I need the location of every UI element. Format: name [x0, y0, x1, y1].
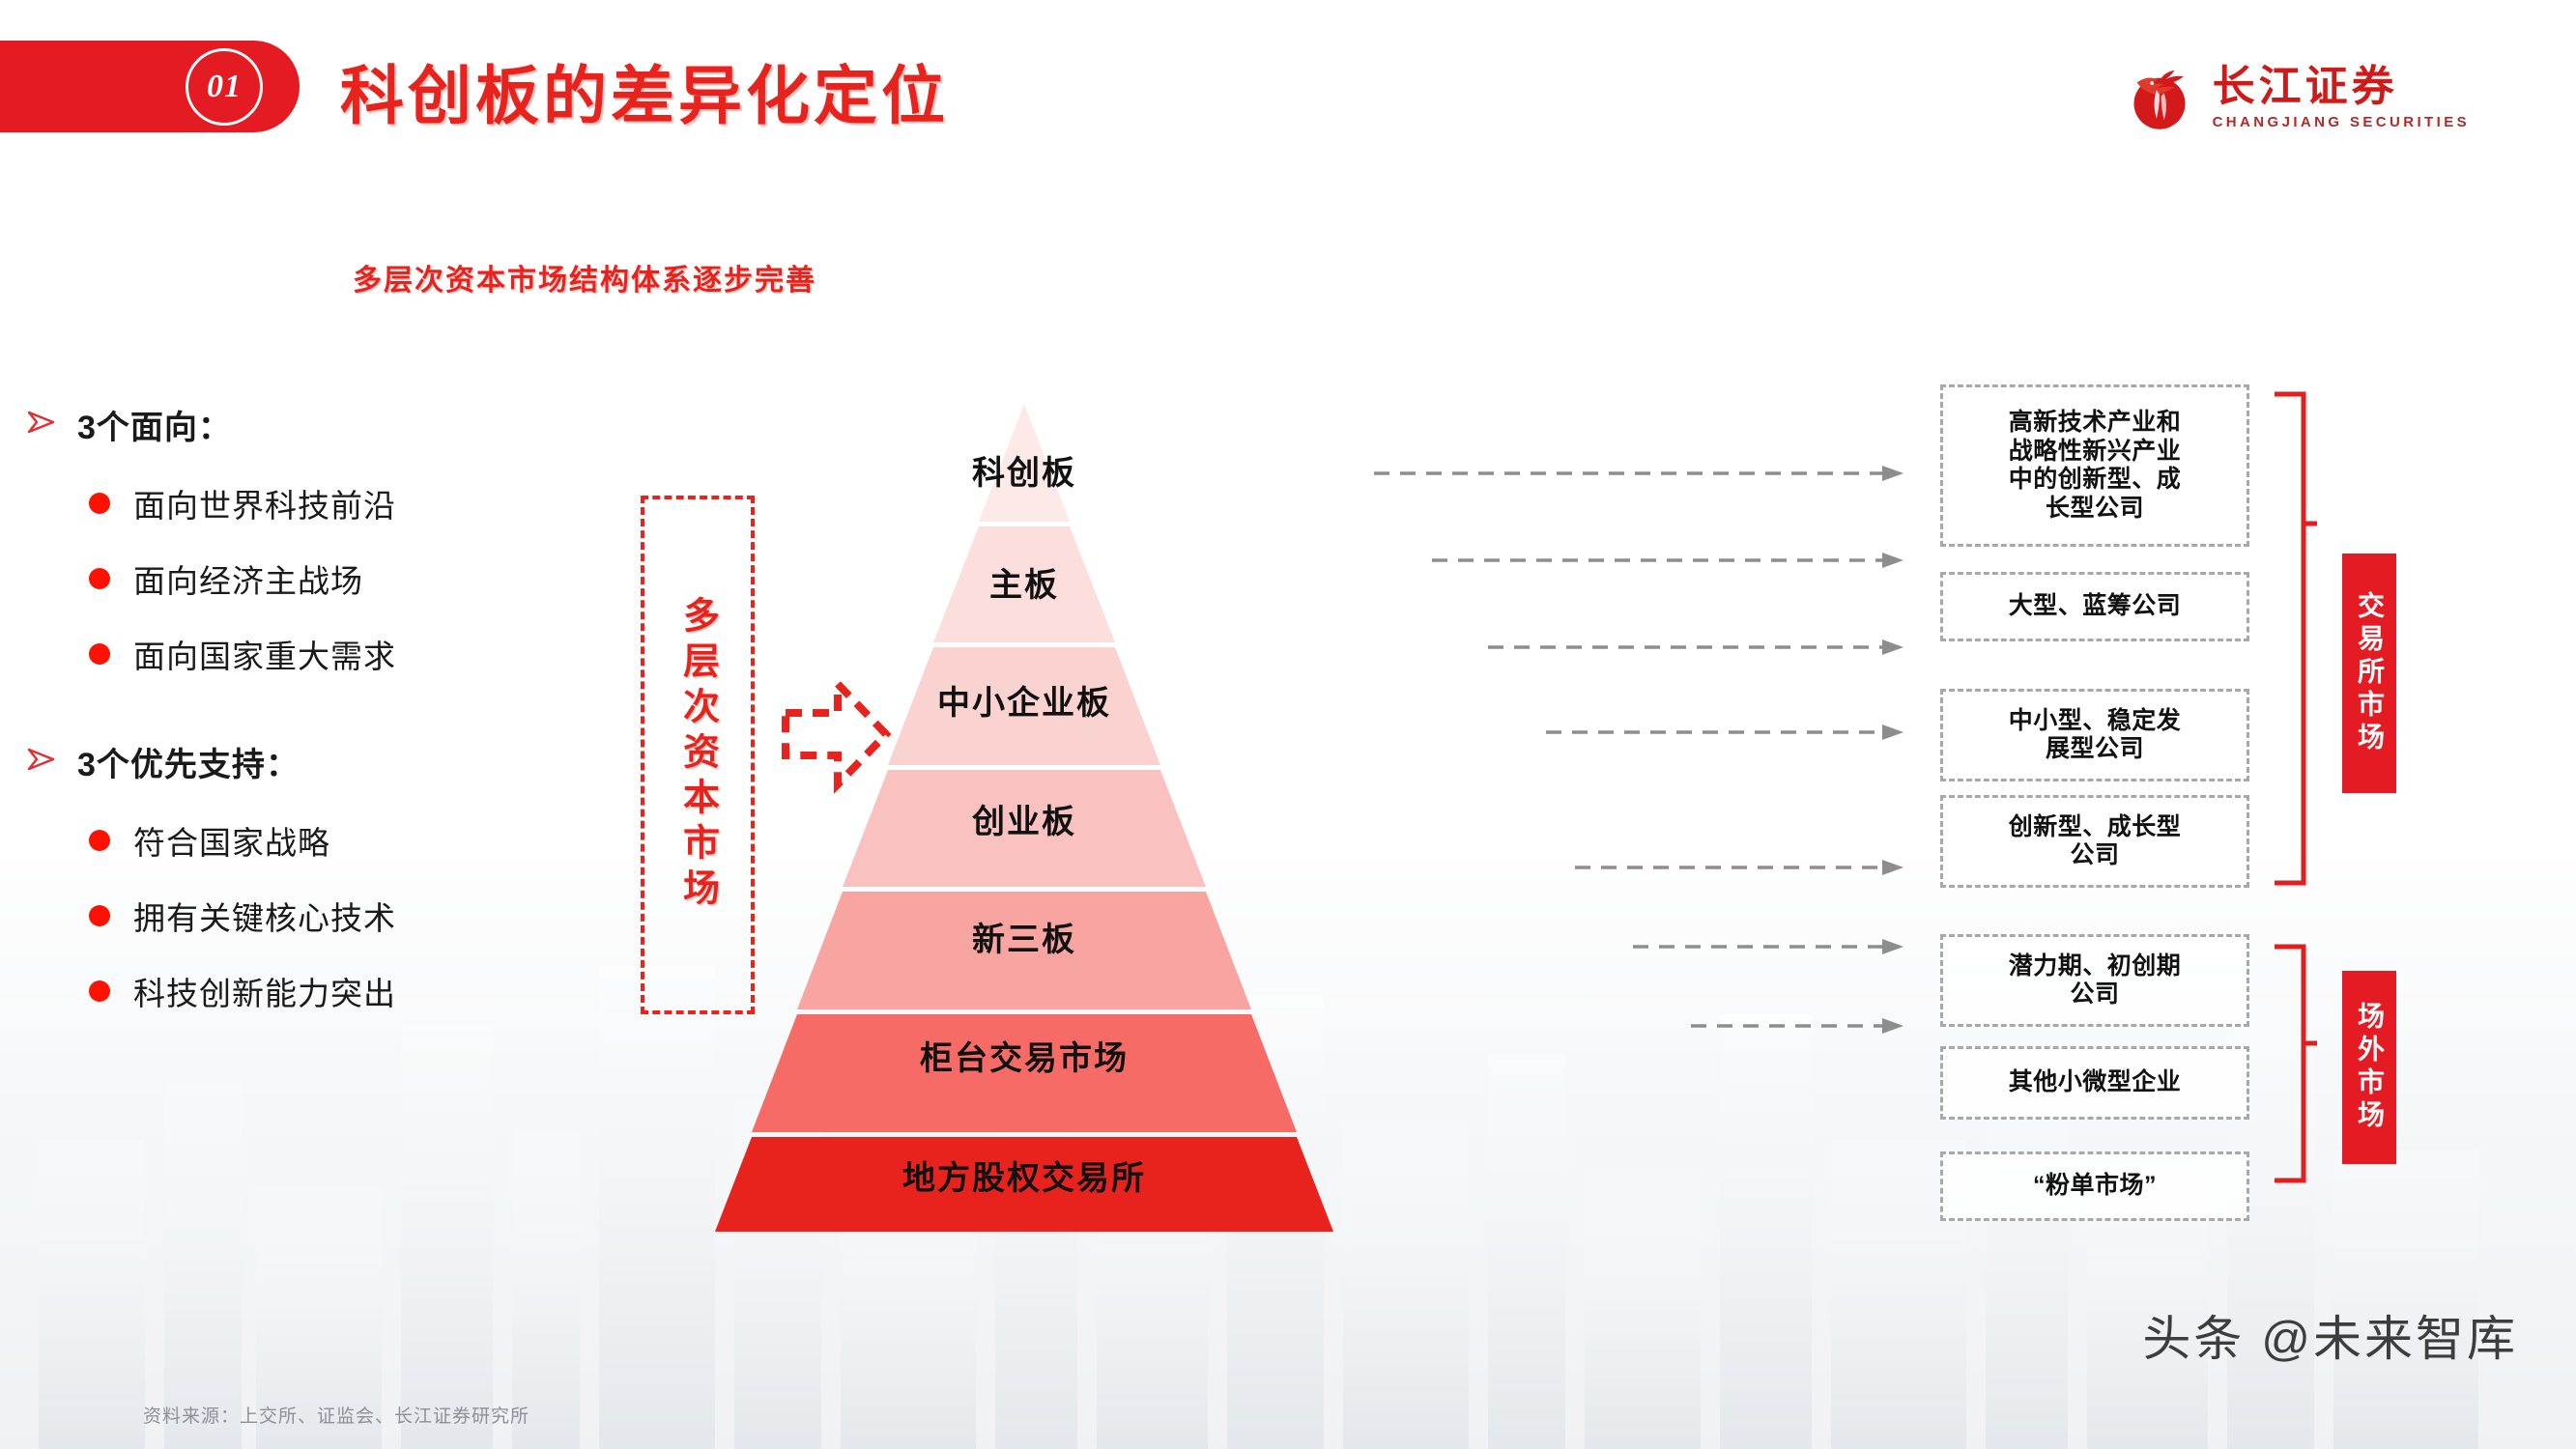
logo-english-name: CHANGJIANG SECURITIES	[2212, 114, 2470, 130]
pyramid-tier-label-6: 柜台交易市场	[920, 1040, 1129, 1077]
descriptor-text: 创新型、成长型 公司	[2008, 812, 2182, 869]
pyramid-tier-label-4: 创业板	[972, 804, 1076, 840]
descriptor-text: “粉单市场”	[2032, 1172, 2157, 1200]
brace-otc-market	[2275, 944, 2317, 1183]
bullet-dot-icon	[89, 643, 110, 665]
list-item: 拥有关键核心技术	[89, 878, 568, 953]
descriptor-box-1: 高新技术产业和 战略性新兴产业 中的创新型、成 长型公司	[1940, 384, 2249, 547]
chevron-right-icon	[27, 748, 55, 771]
bullet-dot-icon	[89, 493, 110, 514]
source-note: 资料来源：上交所、证监会、长江证券研究所	[143, 1406, 530, 1427]
dashed-arrow-right-icon	[782, 674, 892, 794]
multi-tier-market-label: 多层次资本市场	[676, 596, 718, 914]
list-item-label: 面向世界科技前沿	[133, 488, 396, 524]
descriptor-text: 潜力期、初创期 公司	[2008, 952, 2182, 1009]
pyramid-tier-guitaijiaoyi	[752, 1014, 1297, 1132]
bullet-group-priority: 3个优先支持： 符合国家战略 拥有关键核心技术 科技创新能力突出	[27, 738, 568, 1029]
descriptor-box-7: “粉单市场”	[1940, 1151, 2249, 1221]
pyramid-tier-label-7: 地方股权交易所	[902, 1160, 1146, 1197]
section-number-badge: 01	[186, 48, 263, 126]
bullet-group-header: 3个面向：	[27, 401, 568, 448]
bullet-group-header: 3个优先支持：	[27, 738, 568, 785]
list-item-label: 符合国家战略	[133, 825, 330, 861]
market-tag-exchange: 交易所市场	[2342, 554, 2396, 793]
list-item-label: 拥有关键核心技术	[133, 900, 396, 936]
descriptor-box-3: 中小型、稳定发 展型公司	[1940, 689, 2249, 781]
pyramid-tier-label-1: 科创板	[972, 455, 1076, 492]
section-number-label: 01	[207, 69, 242, 104]
pyramid-tier-label-3: 中小企业板	[937, 685, 1111, 722]
descriptor-text: 其他小微型企业	[2008, 1068, 2182, 1096]
list-item: 科技创新能力突出	[89, 953, 568, 1029]
descriptor-text: 大型、蓝筹公司	[2008, 592, 2182, 620]
bullet-group-title: 3个优先支持：	[77, 747, 300, 783]
descriptor-box-5: 潜力期、初创期 公司	[1940, 934, 2249, 1027]
list-item: 面向国家重大需求	[89, 616, 568, 692]
list-item-label: 面向经济主战场	[133, 563, 363, 599]
multi-tier-market-callout: 多层次资本市场	[641, 496, 755, 1014]
descriptor-box-2: 大型、蓝筹公司	[1940, 572, 2249, 641]
bullet-group-facing: 3个面向： 面向世界科技前沿 面向经济主战场 面向国家重大需求	[27, 401, 568, 692]
list-item-label: 科技创新能力突出	[133, 976, 396, 1011]
list-item: 面向世界科技前沿	[89, 466, 568, 541]
slide-subtitle: 多层次资本市场结构体系逐步完善	[353, 265, 816, 297]
bullet-dot-icon	[89, 905, 110, 926]
pyramid-tier-difanggupiao	[715, 1137, 1333, 1232]
logo-chinese-name: 长江证券	[2212, 62, 2398, 111]
market-tag-label: 交易所市场	[2355, 591, 2385, 755]
dragon-phoenix-icon	[2133, 70, 2186, 129]
descriptor-text: 高新技术产业和 战略性新兴产业 中的创新型、成 长型公司	[2008, 409, 2182, 522]
bullet-dot-icon	[89, 568, 110, 589]
list-item: 面向经济主战场	[89, 541, 568, 616]
list-item-label: 面向国家重大需求	[133, 639, 396, 674]
pyramid-tier-zhuban	[933, 526, 1115, 642]
pyramid-tier-xinsanban	[797, 892, 1251, 1009]
left-bullet-column: 3个面向： 面向世界科技前沿 面向经济主战场 面向国家重大需求 3个优先支持： …	[27, 401, 568, 1075]
descriptor-box-6: 其他小微型企业	[1940, 1046, 2249, 1120]
bullet-dot-icon	[89, 980, 110, 1002]
market-structure-pyramid	[715, 404, 1333, 1232]
bullet-group-title: 3个面向：	[77, 410, 232, 446]
page-title: 科创板的差异化定位	[340, 60, 949, 131]
market-grouping-braces	[2275, 391, 2317, 1183]
pyramid-tier-chuangyeban	[843, 770, 1206, 887]
market-tag-otc: 场外市场	[2342, 971, 2396, 1164]
pyramid-tier-label-5: 新三板	[972, 922, 1076, 958]
company-logo: 长江证券 CHANGJIANG SECURITIES	[2122, 60, 2470, 135]
chevron-right-icon	[27, 411, 55, 434]
watermark-label: 头条 @未来智库	[2142, 1312, 2518, 1366]
pyramid-tier-zhongxiaoqiyeban	[888, 647, 1160, 765]
market-tag-label: 场外市场	[2355, 1002, 2385, 1133]
descriptor-box-4: 创新型、成长型 公司	[1940, 795, 2249, 888]
brace-exchange-market	[2275, 391, 2317, 886]
bullet-dot-icon	[89, 830, 110, 851]
pyramid-to-descriptor-connectors	[1374, 466, 1903, 1034]
list-item: 符合国家战略	[89, 803, 568, 878]
descriptor-text: 中小型、稳定发 展型公司	[2008, 706, 2182, 763]
pyramid-tier-label-2: 主板	[989, 567, 1059, 604]
pyramid-tier-kechuangban	[979, 404, 1070, 522]
